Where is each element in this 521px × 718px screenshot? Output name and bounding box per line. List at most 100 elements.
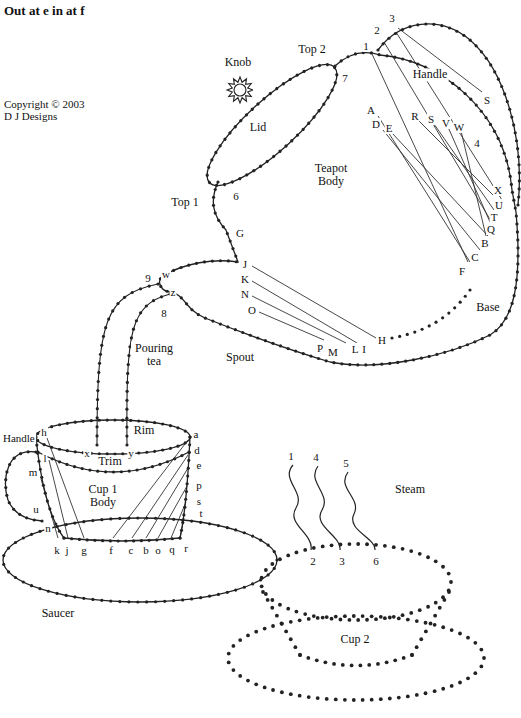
hole-dot — [95, 434, 98, 437]
part-label: Teapot Body — [310, 162, 352, 188]
hole-dots — [178, 435, 191, 539]
hole-dot — [286, 347, 289, 350]
point-letter: l — [42, 452, 47, 464]
hole-dot — [448, 26, 451, 29]
hole-dot — [303, 548, 307, 552]
knob — [227, 77, 253, 103]
hole-dot — [450, 628, 454, 632]
hole-dot — [187, 264, 190, 267]
hole-dot — [34, 450, 37, 453]
hole-dot — [212, 196, 215, 199]
hole-dot — [271, 688, 275, 692]
hole-dot — [332, 361, 335, 364]
hole-dot — [410, 653, 414, 657]
part-label: Saucer — [41, 607, 76, 620]
hole-dot — [111, 309, 114, 312]
hole-dot — [284, 144, 289, 149]
hole-dot — [466, 343, 469, 346]
hole-dot — [186, 474, 189, 477]
hole-dot — [96, 389, 99, 392]
hole-dot — [514, 286, 517, 289]
hole-dot — [330, 543, 334, 547]
hole-dot — [500, 85, 503, 88]
cup-bottom — [64, 538, 180, 541]
hole-dot — [7, 570, 10, 573]
hole-dot — [243, 586, 246, 589]
hole-dot — [132, 539, 135, 542]
hole-dot — [2, 563, 5, 566]
hole-dot — [210, 158, 215, 163]
hole-dot — [190, 308, 193, 311]
thread-line — [396, 32, 502, 200]
hole-dot — [517, 195, 520, 198]
hole-dot — [309, 354, 312, 357]
hole-dot — [401, 613, 405, 617]
hole-dot — [504, 317, 507, 320]
steam-line — [345, 472, 375, 550]
point-number: 7 — [341, 72, 349, 84]
hole-dot — [234, 254, 237, 257]
hole-dot — [184, 441, 187, 444]
hole-dot — [245, 173, 250, 178]
hole-dot — [78, 538, 81, 541]
hole-dot — [475, 103, 478, 106]
hole-dot — [280, 622, 284, 626]
hole-dot — [231, 644, 235, 648]
hole-dot — [332, 662, 336, 666]
point-letter: h — [40, 426, 48, 438]
hole-dot — [56, 592, 59, 595]
hole-dots — [4, 450, 43, 522]
hole-dot — [359, 664, 363, 668]
hole-dot — [37, 460, 40, 463]
hole-dot — [286, 553, 290, 557]
hole-dot — [316, 696, 320, 700]
hole-dot — [187, 467, 190, 470]
hole-dot — [251, 582, 254, 585]
rim-outline — [36, 420, 190, 454]
hole-dot — [137, 451, 140, 454]
hole-dot — [270, 598, 274, 602]
hole-dot — [295, 610, 299, 614]
hole-dot — [143, 467, 146, 470]
hole-dot — [238, 674, 242, 678]
hole-dot — [156, 282, 159, 285]
hole-dot — [12, 508, 15, 511]
steam-line — [289, 465, 311, 550]
point-number: 6 — [232, 190, 240, 202]
hole-dot — [197, 313, 200, 316]
hole-dot — [473, 340, 476, 343]
hole-dots — [34, 435, 65, 539]
hole-dot — [211, 320, 214, 323]
hole-dot — [48, 507, 51, 510]
hole-dot — [254, 630, 258, 634]
point-letter: e — [196, 459, 203, 471]
hole-dot — [231, 247, 234, 250]
hole-dot — [330, 88, 335, 93]
hole-dot — [36, 432, 39, 435]
point-number: 4 — [473, 137, 481, 149]
hole-dot — [107, 317, 110, 320]
hole-dot — [40, 476, 43, 479]
cup-one — [2, 418, 278, 603]
hole-dot — [252, 168, 257, 173]
hole-dot — [510, 183, 513, 186]
hole-dot — [145, 600, 148, 603]
hole-dot — [441, 687, 445, 691]
thread-line — [259, 312, 324, 340]
hole-dot — [256, 336, 259, 339]
hole-dot — [46, 499, 49, 502]
hole-dot — [82, 420, 85, 423]
hole-dot — [101, 539, 104, 542]
hole-dot — [254, 682, 258, 686]
point-letter: F — [458, 265, 466, 277]
point-number: 1 — [362, 40, 370, 52]
part-label: Cup 1 Body — [84, 483, 122, 509]
hole-dot — [172, 269, 175, 272]
hole-dot — [424, 22, 427, 25]
hole-dot — [166, 460, 169, 463]
hole-dot — [302, 352, 305, 355]
hole-dot — [440, 24, 443, 27]
point-letter: A — [366, 104, 376, 116]
part-label: Rim — [133, 424, 156, 437]
hole-dot — [410, 653, 414, 657]
